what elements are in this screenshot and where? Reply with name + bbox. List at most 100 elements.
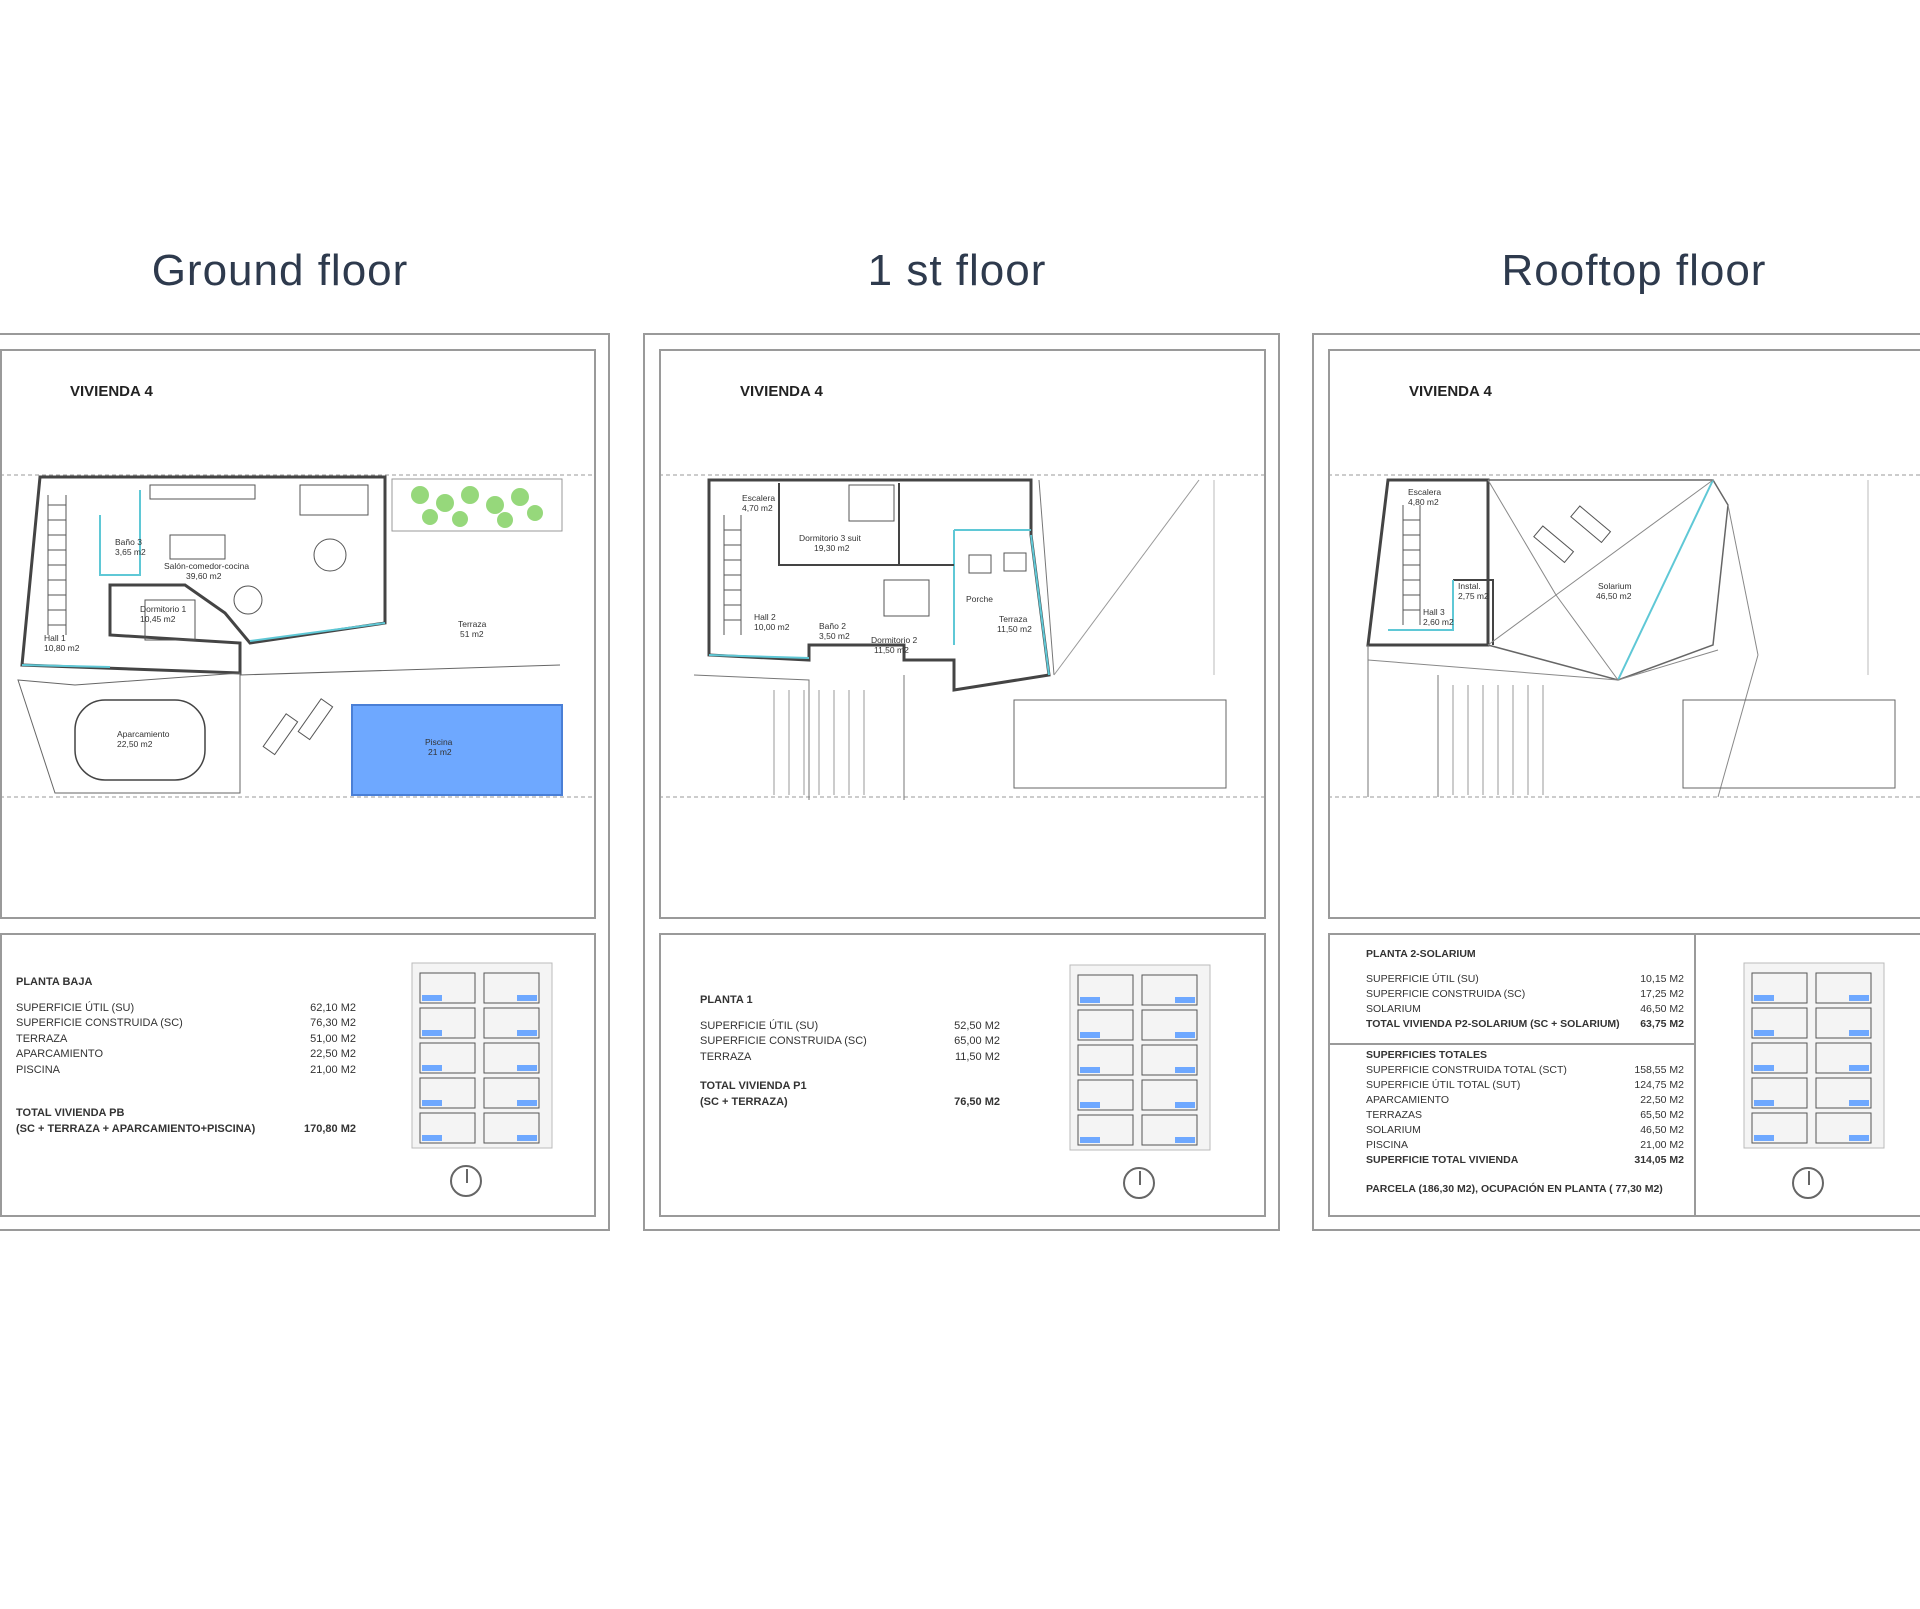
floor-title-rooftop: Rooftop floor — [1501, 246, 1767, 295]
row-label: SUPERFICIE CONSTRUIDA (SC) — [700, 1035, 867, 1047]
row-value: 65,50 M2 — [1640, 1109, 1684, 1121]
table-row-total: (SC + TERRAZA + APARCAMIENTO+PISCINA) 170… — [16, 1122, 356, 1138]
plan-box — [0, 349, 596, 919]
row-label: SUPERFICIE ÚTIL (SU) — [700, 1019, 819, 1032]
row-value: 52,50 M2 — [954, 1019, 1000, 1032]
row-label: TERRAZA — [700, 1050, 752, 1063]
north-compass-icon — [1123, 1167, 1155, 1199]
table-row: APARCAMIENTO 22,50 M2 — [16, 1047, 356, 1063]
room-area: 22,50 m2 — [117, 739, 153, 749]
panel-first-floor: VIVIENDA 4 Escalera 4,70 m2 Dormitorio 3… — [643, 333, 1280, 1231]
room-label: Piscina — [425, 737, 453, 747]
area-table: PLANTA 1 SUPERFICIE ÚTIL (SU) 52,50 M2 SU… — [700, 993, 1000, 1110]
table-row: SUPERFICIE CONSTRUIDA TOTAL (SCT) 158,55 … — [1366, 1063, 1684, 1078]
room-label: Hall 1 — [44, 633, 66, 643]
row-label: SUPERFICIE ÚTIL TOTAL (SUT) — [1366, 1079, 1521, 1091]
plan-box — [1328, 349, 1920, 919]
row-label: PISCINA — [1366, 1139, 1409, 1151]
room-area: 2,60 m2 — [1423, 617, 1454, 627]
area-table: PLANTA BAJA SUPERFICIE ÚTIL (SU) 62,10 M2… — [16, 975, 356, 1137]
room-area: 3,65 m2 — [115, 547, 146, 557]
row-value: 63,75 M2 — [1640, 1018, 1684, 1030]
panel-ground-floor: VIVIENDA 4 — [0, 333, 610, 1231]
site-plan-thumbnail — [1743, 962, 1885, 1149]
room-label: Dormitorio 3 suit — [799, 533, 862, 543]
rooftop-plan: Escalera 4,80 m2 Instal. 2,75 m2 Hall 3 … — [1328, 474, 1920, 798]
floor-title-first: 1 st floor — [867, 246, 1047, 295]
parcela-line: PARCELA (186,30 M2), OCUPACIÓN EN PLANTA… — [1366, 1183, 1663, 1195]
room-area: 4,70 m2 — [742, 503, 773, 513]
total-label: TOTAL VIVIENDA P1 — [700, 1080, 807, 1092]
room-label: Instal. — [1458, 581, 1481, 591]
row-label: SUPERFICIE CONSTRUIDA TOTAL (SCT) — [1366, 1064, 1567, 1076]
row-value: 158,55 M2 — [1634, 1064, 1684, 1076]
room-area: 2,75 m2 — [1458, 591, 1489, 601]
row-label: SUPERFICIE ÚTIL (SU) — [16, 1001, 135, 1014]
ground-floor-plan: Baño 3 3,65 m2 Salón-comedor-cocina 39,6… — [0, 474, 596, 798]
vivienda-label: VIVIENDA 4 — [70, 383, 153, 400]
room-label: Escalera — [742, 493, 775, 503]
row-value: 22,50 M2 — [1640, 1094, 1684, 1106]
row-label: SUPERFICIE CONSTRUIDA (SC) — [16, 1017, 183, 1029]
table-row: TERRAZA 11,50 M2 — [700, 1050, 1000, 1066]
vivienda-label: VIVIENDA 4 — [740, 383, 823, 400]
table-row: SUPERFICIE ÚTIL TOTAL (SUT)124,75 M2 — [1366, 1078, 1684, 1093]
room-label: Porche — [966, 594, 993, 604]
room-area: 10,00 m2 — [754, 622, 790, 632]
plan-box — [659, 349, 1266, 919]
row-label: APARCAMIENTO — [1366, 1094, 1450, 1106]
table-row-total: TOTAL VIVIENDA P2-SOLARIUM (SC + SOLARIU… — [1366, 1017, 1684, 1032]
room-area: 3,50 m2 — [819, 631, 850, 641]
row-value: 11,50 M2 — [954, 1050, 1000, 1063]
room-area: 21 m2 — [428, 747, 452, 757]
row-value: 65,00 M2 — [954, 1035, 1000, 1047]
row-label: TERRAZA — [16, 1032, 68, 1045]
room-label: Dormitorio 2 — [871, 635, 918, 645]
row-value: 21,00 M2 — [1640, 1139, 1684, 1151]
room-area: 11,50 m2 — [874, 645, 909, 655]
table-row: APARCAMIENTO 22,50 M2 — [1366, 1093, 1684, 1108]
row-label: APARCAMIENTO — [16, 1048, 103, 1060]
row-label: (SC + TERRAZA + APARCAMIENTO+PISCINA) — [16, 1122, 256, 1135]
table-header: PLANTA BAJA — [16, 976, 93, 988]
room-label: Dormitorio 1 — [140, 604, 187, 614]
site-plan-thumbnail — [411, 962, 553, 1149]
totals-header: SUPERFICIES TOTALES — [1366, 1049, 1487, 1061]
room-label: Baño 3 — [115, 537, 142, 547]
row-value: 46,50 M2 — [1640, 1003, 1684, 1015]
row-value: 51,00 M2 — [310, 1032, 356, 1045]
table-box — [1328, 933, 1920, 1217]
table-row: SUPERFICIE ÚTIL (SU) 10,15 M2 — [1366, 972, 1684, 987]
table-divider-h — [1328, 1043, 1696, 1045]
row-value: 170,80 M2 — [304, 1122, 356, 1135]
row-label: TERRAZAS — [1366, 1109, 1423, 1121]
room-area: 51 m2 — [460, 629, 484, 639]
row-label: SUPERFICIE ÚTIL (SU) — [1366, 973, 1479, 985]
room-area: 10,45 m2 — [140, 614, 176, 624]
room-label: Terraza — [999, 614, 1028, 624]
row-value: 314,05 M2 — [1634, 1154, 1684, 1166]
row-label: SUPERFICIE CONSTRUIDA (SC) — [1366, 988, 1526, 1000]
row-value: 62,10 M2 — [310, 1001, 356, 1014]
table-header: PLANTA 1 — [700, 994, 753, 1006]
room-label: Salón-comedor-cocina — [164, 561, 249, 571]
room-area: 46,50 m2 — [1596, 591, 1632, 601]
table-row: SUPERFICIE CONSTRUIDA (SC) 17,25 M2 — [1366, 987, 1684, 1002]
table-box — [0, 933, 596, 1217]
room-area: 11,50 m2 — [997, 624, 1032, 634]
row-label: PISCINA — [16, 1063, 61, 1076]
row-value: 22,50 M2 — [310, 1048, 356, 1060]
room-label: Escalera — [1408, 487, 1441, 497]
table-row: SUPERFICIE ÚTIL (SU) 62,10 M2 — [16, 1001, 356, 1017]
table-header: PLANTA 2-SOLARIUM — [1366, 948, 1476, 960]
row-value: 10,15 M2 — [1640, 973, 1684, 985]
table-divider — [1694, 933, 1696, 1217]
row-label: TOTAL VIVIENDA P2-SOLARIUM (SC + SOLARIU… — [1366, 1018, 1620, 1030]
table-row: SUPERFICIE ÚTIL (SU) 52,50 M2 — [700, 1019, 1000, 1035]
room-label: Baño 2 — [819, 621, 846, 631]
table-row: SUPERFICIE CONSTRUIDA (SC)76,30 M2 — [16, 1016, 356, 1032]
total-label: TOTAL VIVIENDA PB — [16, 1107, 125, 1119]
row-value: 17,25 M2 — [1640, 988, 1684, 1000]
